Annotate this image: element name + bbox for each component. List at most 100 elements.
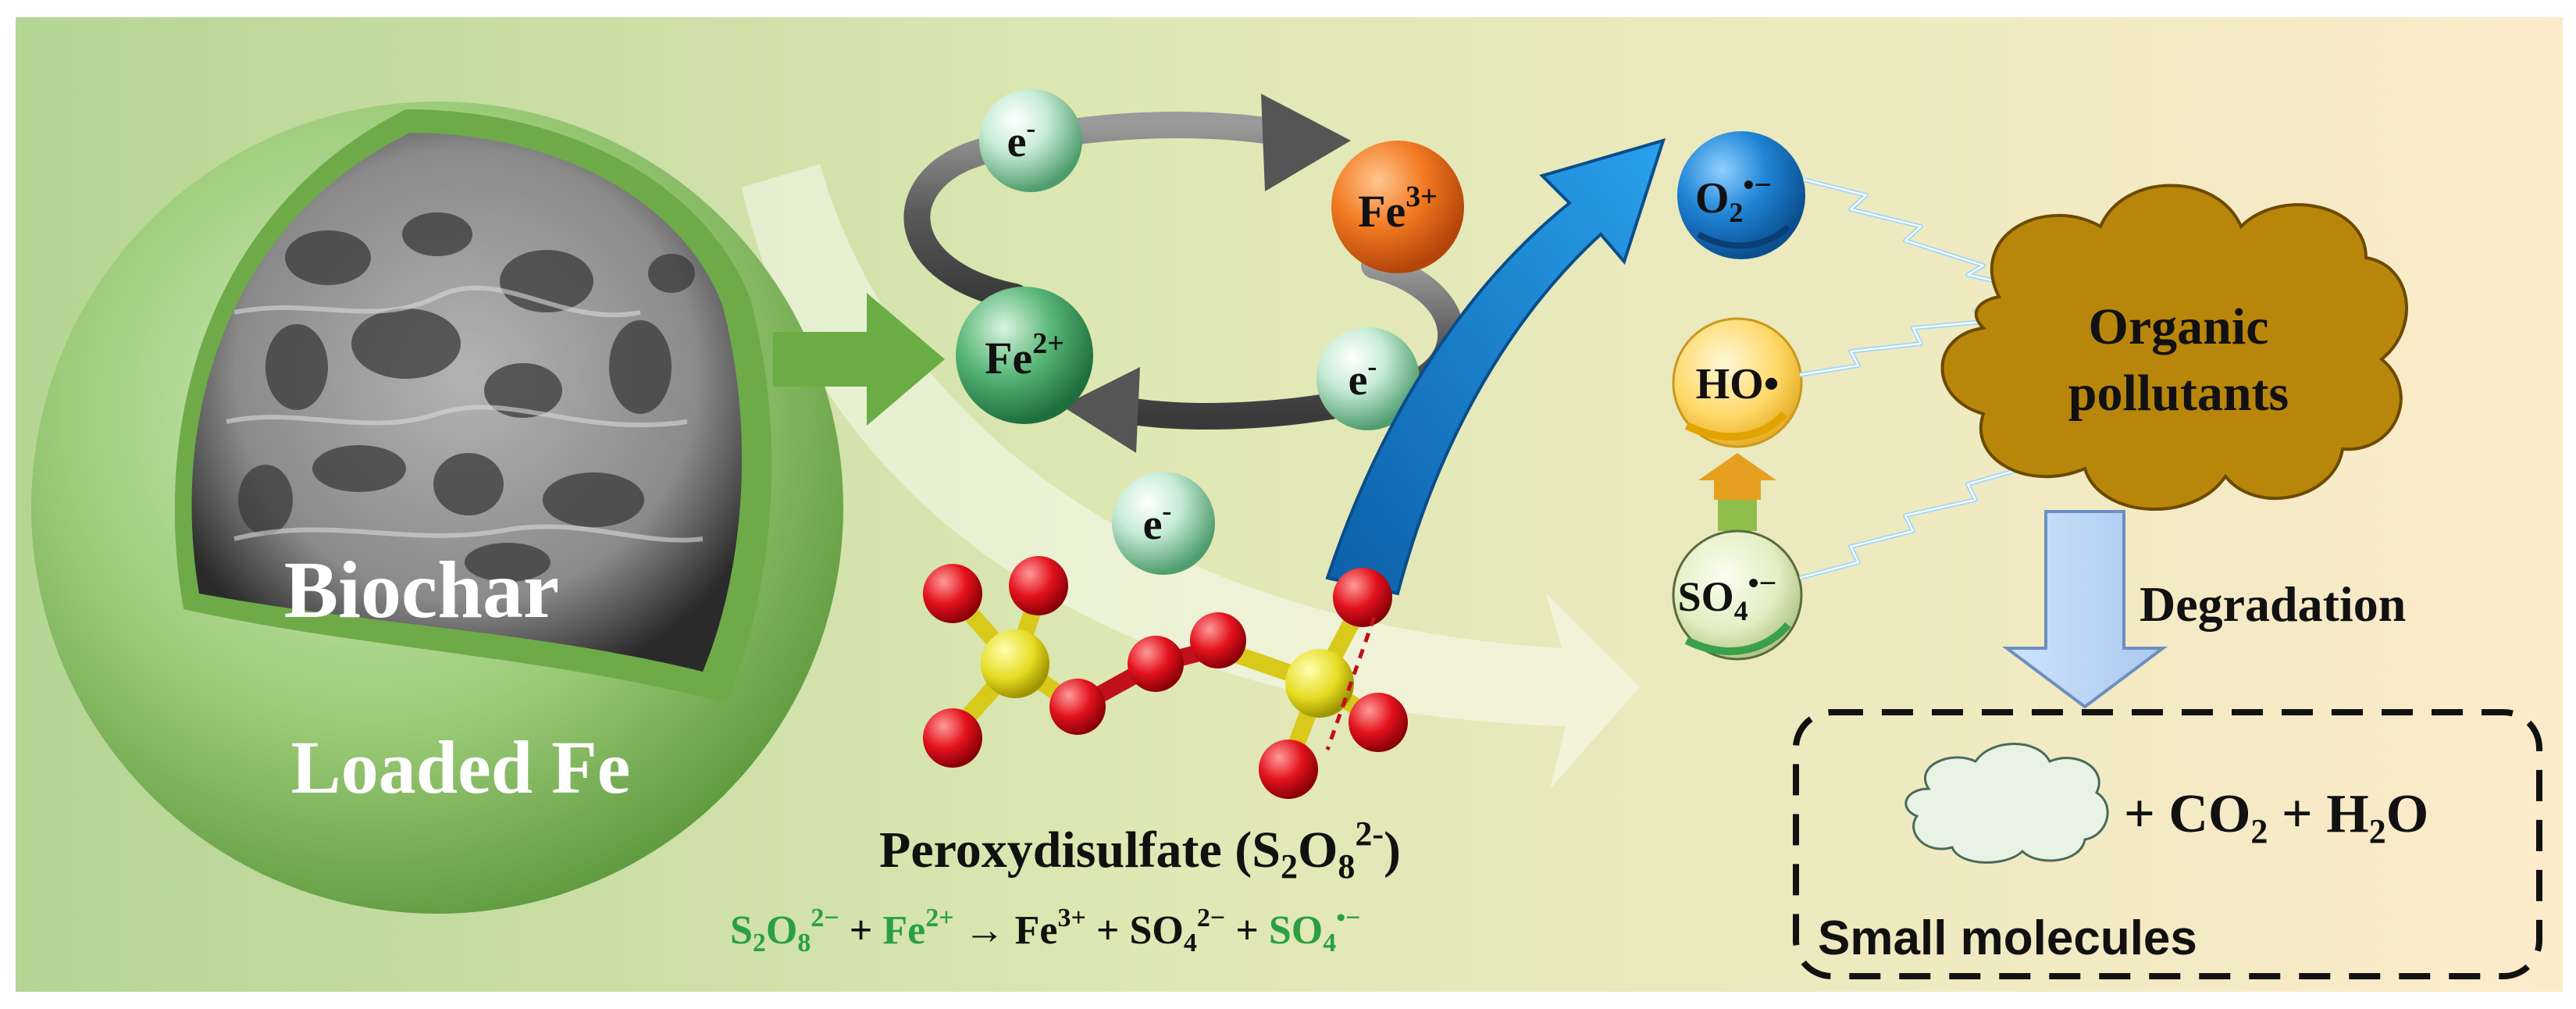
fe2-label: Fe — [985, 333, 1032, 383]
biochar-sphere: Biochar Loaded Fe — [31, 102, 843, 914]
products-co-sub: 2 — [2250, 812, 2268, 850]
small-molecules-label: Small molecules — [1818, 911, 2197, 965]
eq-product-1-charge: 3+ — [1057, 904, 1085, 932]
electron-right-label: e — [1349, 356, 1368, 405]
svg-text:SO4•−: SO4•− — [1678, 565, 1777, 626]
bond-cleavage-mark — [1325, 616, 1377, 751]
electron-ball-right: e- — [1317, 327, 1420, 430]
sulfate-radical-charge: •− — [1748, 565, 1777, 601]
pds-mid: O — [1298, 822, 1338, 879]
sulfate-radical-ball: SO4•− — [1672, 529, 1803, 661]
organic-pollutants-cloud: Organic pollutants — [1940, 184, 2408, 512]
eq-reactant-1-sub2: 8 — [797, 929, 811, 957]
biochar-to-iron-arrow — [773, 293, 945, 426]
eq-product-3: SO — [1269, 908, 1323, 953]
products-o: O — [2386, 784, 2428, 844]
organic-label: Organic — [2089, 298, 2269, 355]
svg-text:e-: e- — [1349, 351, 1377, 405]
electron-transfer-sweep-arrow — [742, 164, 1640, 789]
sulfate-to-hydroxyl-arrow-stem — [1718, 500, 1757, 531]
peroxydisulfate-label: Peroxydisulfate (S2O82-) — [879, 815, 1401, 886]
sulfur-atom-right — [1285, 649, 1354, 718]
svg-text:Fe2+: Fe2+ — [985, 327, 1064, 383]
eq-reactant-2: Fe — [882, 908, 925, 953]
oxygen-atom — [1349, 693, 1408, 752]
eq-plus-2: + — [1086, 908, 1130, 953]
oxygen-atom — [1049, 679, 1106, 735]
biochar-label: Biochar — [284, 545, 559, 635]
sulfate-radical-sub: 4 — [1734, 595, 1748, 626]
fe2-ion-ball: Fe2+ — [956, 287, 1093, 424]
eq-product-2: SO — [1129, 908, 1183, 953]
biochar-pore-walls — [226, 285, 704, 543]
superoxide-charge: •− — [1743, 167, 1772, 202]
eq-arrow: → — [954, 908, 1015, 953]
superoxide-radical-ball: O2•− — [1677, 131, 1805, 259]
eq-product-2-charge: 2− — [1197, 904, 1225, 932]
oxygen-atom — [923, 564, 982, 623]
eq-product-3-sub: 4 — [1323, 929, 1336, 957]
pds-end: ) — [1384, 822, 1401, 879]
biochar-pores — [238, 212, 695, 582]
electron-bottom-label: e — [1143, 501, 1163, 549]
fe2-charge: 2+ — [1032, 327, 1064, 360]
eq-product-1: Fe — [1015, 908, 1058, 953]
electron-bottom-charge: - — [1162, 495, 1171, 526]
fe3-ion-ball: Fe3+ — [1331, 141, 1464, 273]
products-co: + CO — [2124, 784, 2250, 844]
reaction-equation: S2O82− + Fe2+ → Fe3+ + SO42− + SO4•− — [730, 904, 1361, 957]
degradation-label: Degradation — [2140, 576, 2406, 632]
hydroxyl-label: HO• — [1696, 360, 1780, 408]
eq-product-2-sub: 4 — [1184, 929, 1197, 957]
svg-text:e-: e- — [1143, 495, 1172, 549]
oxygen-atom — [1128, 636, 1184, 692]
electron-ball-top: e- — [979, 89, 1082, 192]
svg-text:O2•−: O2•− — [1695, 167, 1772, 228]
eq-product-3-charge: •− — [1336, 904, 1360, 932]
eq-plus-3: + — [1225, 908, 1269, 953]
oxygen-atom — [1333, 568, 1392, 627]
cycle-upper-arrowhead — [1261, 94, 1351, 191]
small-molecules-box — [1793, 709, 2542, 979]
fe3-label: Fe — [1358, 186, 1406, 237]
svg-text:e-: e- — [1007, 112, 1036, 166]
oxygen-atom — [1009, 556, 1068, 615]
loaded-fe-label: Loaded Fe — [291, 726, 631, 809]
oxygen-atom — [1259, 740, 1318, 799]
eq-reactant-1: S — [730, 908, 753, 953]
eq-reactant-1-mid: O — [766, 908, 797, 953]
svg-text:Fe3+: Fe3+ — [1358, 180, 1438, 237]
products-h: + H — [2268, 784, 2368, 844]
electron-top-charge: - — [1026, 112, 1035, 144]
sulfur-atom-left — [981, 629, 1049, 698]
oxygen-atom — [923, 708, 982, 768]
eq-reactant-1-charge: 2− — [811, 904, 839, 932]
small-molecule-cloud — [1904, 743, 2109, 864]
products-label: + CO2 + H2O — [2124, 784, 2428, 850]
eq-plus-1: + — [839, 908, 883, 953]
pds-charge: 2- — [1355, 815, 1384, 853]
superoxide-label: O — [1695, 174, 1730, 223]
electron-ball-bottom: e- — [1112, 472, 1215, 575]
pds-label-text: Peroxydisulfate (S — [879, 822, 1281, 879]
sulfate-to-hydroxyl-arrowhead — [1698, 453, 1776, 500]
electron-top-label: e — [1007, 118, 1027, 166]
cycle-upper-arc — [903, 112, 1294, 310]
degradation-arrow — [2002, 510, 2168, 709]
electron-right-charge: - — [1367, 351, 1377, 382]
eq-reactant-2-charge: 2+ — [925, 904, 953, 932]
pds-sub2: 8 — [1338, 847, 1355, 886]
activation-arrow — [1325, 138, 1666, 596]
peroxydisulfate-molecule — [923, 556, 1408, 799]
sulfate-radical-label: SO — [1678, 573, 1734, 620]
eq-reactant-1-sub1: 2 — [753, 929, 766, 957]
fe3-charge: 3+ — [1406, 180, 1438, 213]
oxygen-atom — [1190, 612, 1246, 669]
pollutants-label: pollutants — [2068, 365, 2289, 422]
superoxide-sub: 2 — [1729, 197, 1743, 228]
hydroxyl-radical-ball: HO• — [1672, 317, 1803, 448]
cycle-lower-arrowhead — [1062, 367, 1140, 453]
pds-sub1: 2 — [1281, 847, 1298, 886]
